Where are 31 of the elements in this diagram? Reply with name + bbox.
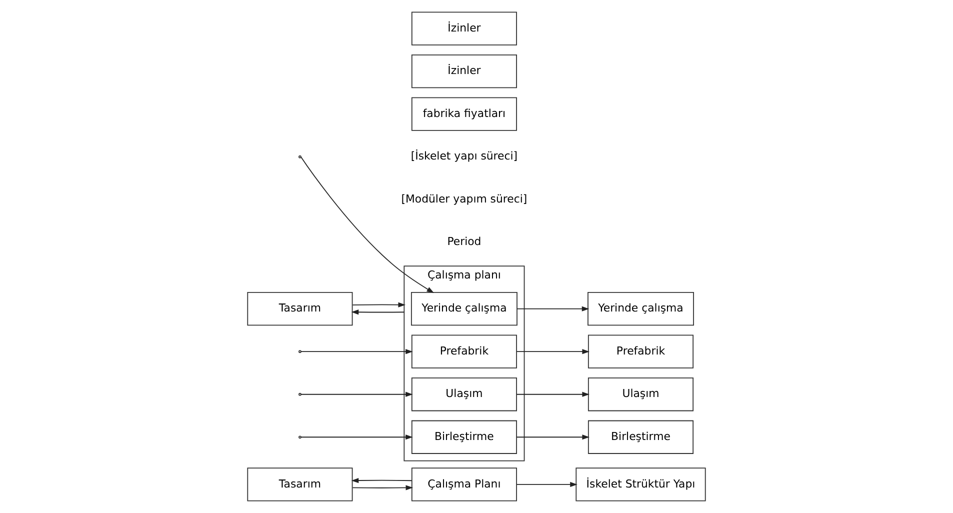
arrow — [516, 434, 590, 440]
node-box: İskelet Strüktür Yapı — [576, 468, 706, 502]
node-box: Birleştirme — [588, 420, 694, 454]
arrow — [352, 485, 414, 490]
label: [İskelet yapı süreci] — [410, 150, 518, 163]
node-box: Birleştirme — [411, 420, 517, 454]
label: [Modüler yapım süreci] — [401, 192, 528, 206]
node-box: fabrika fiyatları — [411, 97, 517, 131]
node-box: Yerinde çalışma — [410, 292, 518, 326]
arrow — [300, 156, 434, 294]
node-box: Tasarım — [247, 468, 353, 502]
arrow — [300, 349, 413, 354]
node-box: Prefabrik — [411, 334, 517, 368]
arrow — [516, 482, 578, 487]
node-box: Yerinde çalışma — [588, 292, 694, 326]
arrow — [351, 478, 412, 484]
arrow — [351, 310, 405, 315]
node-box: Ulaşım — [411, 378, 517, 412]
node-box: İzinler — [411, 54, 517, 88]
node-box: Tasarım — [247, 292, 353, 326]
node-box: Çalışma Planı — [411, 468, 517, 502]
label: Period — [447, 235, 482, 248]
node-box: Prefabrik — [588, 334, 694, 368]
node-box: İzinler — [411, 12, 517, 46]
arrow — [516, 349, 590, 354]
arrow — [300, 434, 413, 440]
arrow — [352, 302, 406, 308]
arrow — [300, 392, 413, 397]
node-box: Ulaşım — [588, 378, 694, 412]
arrow — [516, 306, 590, 312]
arrow — [516, 392, 590, 397]
